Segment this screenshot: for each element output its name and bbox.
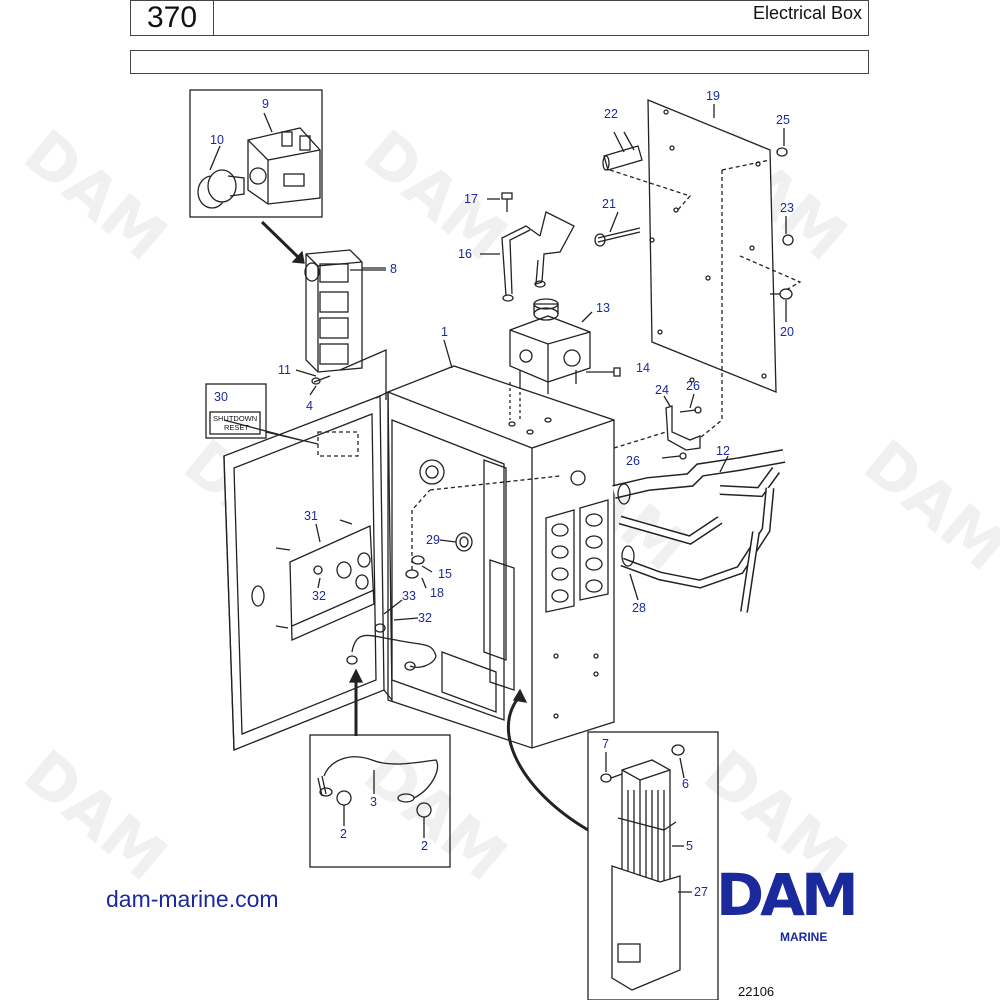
switch-block bbox=[247, 127, 321, 205]
decal-frame bbox=[205, 383, 267, 439]
callout-18: 18 bbox=[430, 586, 444, 600]
brand-logo-subtitle: MARINE bbox=[780, 930, 828, 944]
callout-24: 24 bbox=[655, 383, 669, 397]
callout-26: 26 bbox=[686, 379, 700, 393]
callout-26: 26 bbox=[626, 454, 640, 468]
figure-code: 22106 bbox=[738, 984, 775, 999]
callout-12: 12 bbox=[716, 444, 730, 458]
callout-13: 13 bbox=[596, 301, 610, 315]
callout-27: 27 bbox=[694, 885, 708, 899]
bolt-21 bbox=[594, 227, 641, 247]
callout-22: 22 bbox=[604, 107, 618, 121]
callout-5: 5 bbox=[686, 839, 693, 853]
switch-panel bbox=[304, 249, 363, 373]
callout-23: 23 bbox=[780, 201, 794, 215]
callout-1: 1 bbox=[441, 325, 448, 339]
controller-board bbox=[275, 519, 375, 641]
callout-3: 3 bbox=[370, 795, 377, 809]
callout-6: 6 bbox=[682, 777, 689, 791]
callout-17: 17 bbox=[464, 192, 478, 206]
screw-17 bbox=[487, 192, 513, 212]
callout-32: 32 bbox=[312, 589, 326, 603]
callout-14: 14 bbox=[636, 361, 650, 375]
callout-31: 31 bbox=[304, 509, 318, 523]
push-button bbox=[197, 169, 245, 209]
screw-4 bbox=[311, 375, 331, 385]
screw-7 bbox=[600, 773, 623, 783]
callout-labels: 1 2 2 3 4 5 6 7 8 9 10 11 12 13 14 15 16… bbox=[210, 89, 794, 899]
bracket-24 bbox=[665, 405, 701, 451]
watermark: DAM bbox=[850, 426, 1000, 586]
decal-line-2: RESET bbox=[224, 423, 249, 432]
nut-2a bbox=[336, 790, 352, 806]
screw-14 bbox=[586, 367, 621, 377]
subtitle-box bbox=[130, 50, 869, 74]
callout-15: 15 bbox=[438, 567, 452, 581]
ground-cable bbox=[346, 623, 437, 671]
screw-20 bbox=[770, 288, 793, 300]
callout-25: 25 bbox=[776, 113, 790, 127]
callout-21: 21 bbox=[602, 197, 616, 211]
nut-25 bbox=[776, 147, 788, 157]
connector-panel bbox=[545, 499, 609, 613]
header-box: 370 Electrical Box bbox=[130, 0, 869, 36]
page-title: Electrical Box bbox=[752, 3, 862, 23]
callout-20: 20 bbox=[780, 325, 794, 339]
watermark: DAM bbox=[10, 736, 180, 896]
bracket-16 bbox=[501, 211, 575, 302]
nut-23 bbox=[782, 234, 794, 246]
callout-33: 33 bbox=[402, 589, 416, 603]
callout-28: 28 bbox=[632, 601, 646, 615]
callout-32: 32 bbox=[418, 611, 432, 625]
callout-10: 10 bbox=[210, 133, 224, 147]
nut-6 bbox=[671, 744, 685, 756]
callout-11: 11 bbox=[278, 363, 291, 377]
ground-cable-detail bbox=[317, 756, 439, 803]
website-link[interactable]: dam-marine.com bbox=[106, 886, 279, 912]
callout-16: 16 bbox=[458, 247, 472, 261]
screw-26 bbox=[679, 406, 702, 414]
sensor-13 bbox=[509, 298, 591, 394]
terminal-strip bbox=[611, 759, 681, 991]
decal-line-1: SHUTDOWN bbox=[213, 414, 257, 423]
callout-30: 30 bbox=[214, 390, 228, 404]
screw-26b bbox=[661, 452, 687, 460]
callout-19: 19 bbox=[706, 89, 720, 103]
callout-9: 9 bbox=[262, 97, 269, 111]
terminal-rail bbox=[483, 459, 515, 691]
mounting-plate bbox=[647, 99, 777, 393]
fuse-22 bbox=[602, 145, 643, 171]
brand-logo: DAM bbox=[716, 861, 859, 929]
cable-harness bbox=[612, 449, 786, 613]
inset-frame-terminal bbox=[587, 731, 719, 1000]
callout-8: 8 bbox=[390, 262, 397, 276]
electrical-box bbox=[387, 365, 615, 749]
callout-7: 7 bbox=[602, 737, 609, 751]
inset-frame-cable bbox=[309, 734, 451, 868]
watermark: DAM bbox=[350, 116, 520, 276]
callout-29: 29 bbox=[426, 533, 440, 547]
inset-frame-switch bbox=[189, 89, 323, 218]
callout-4: 4 bbox=[306, 399, 313, 413]
callout-2: 2 bbox=[340, 827, 347, 841]
callout-2: 2 bbox=[421, 839, 428, 853]
watermark: DAM bbox=[10, 116, 180, 276]
page-number: 370 bbox=[131, 1, 214, 35]
